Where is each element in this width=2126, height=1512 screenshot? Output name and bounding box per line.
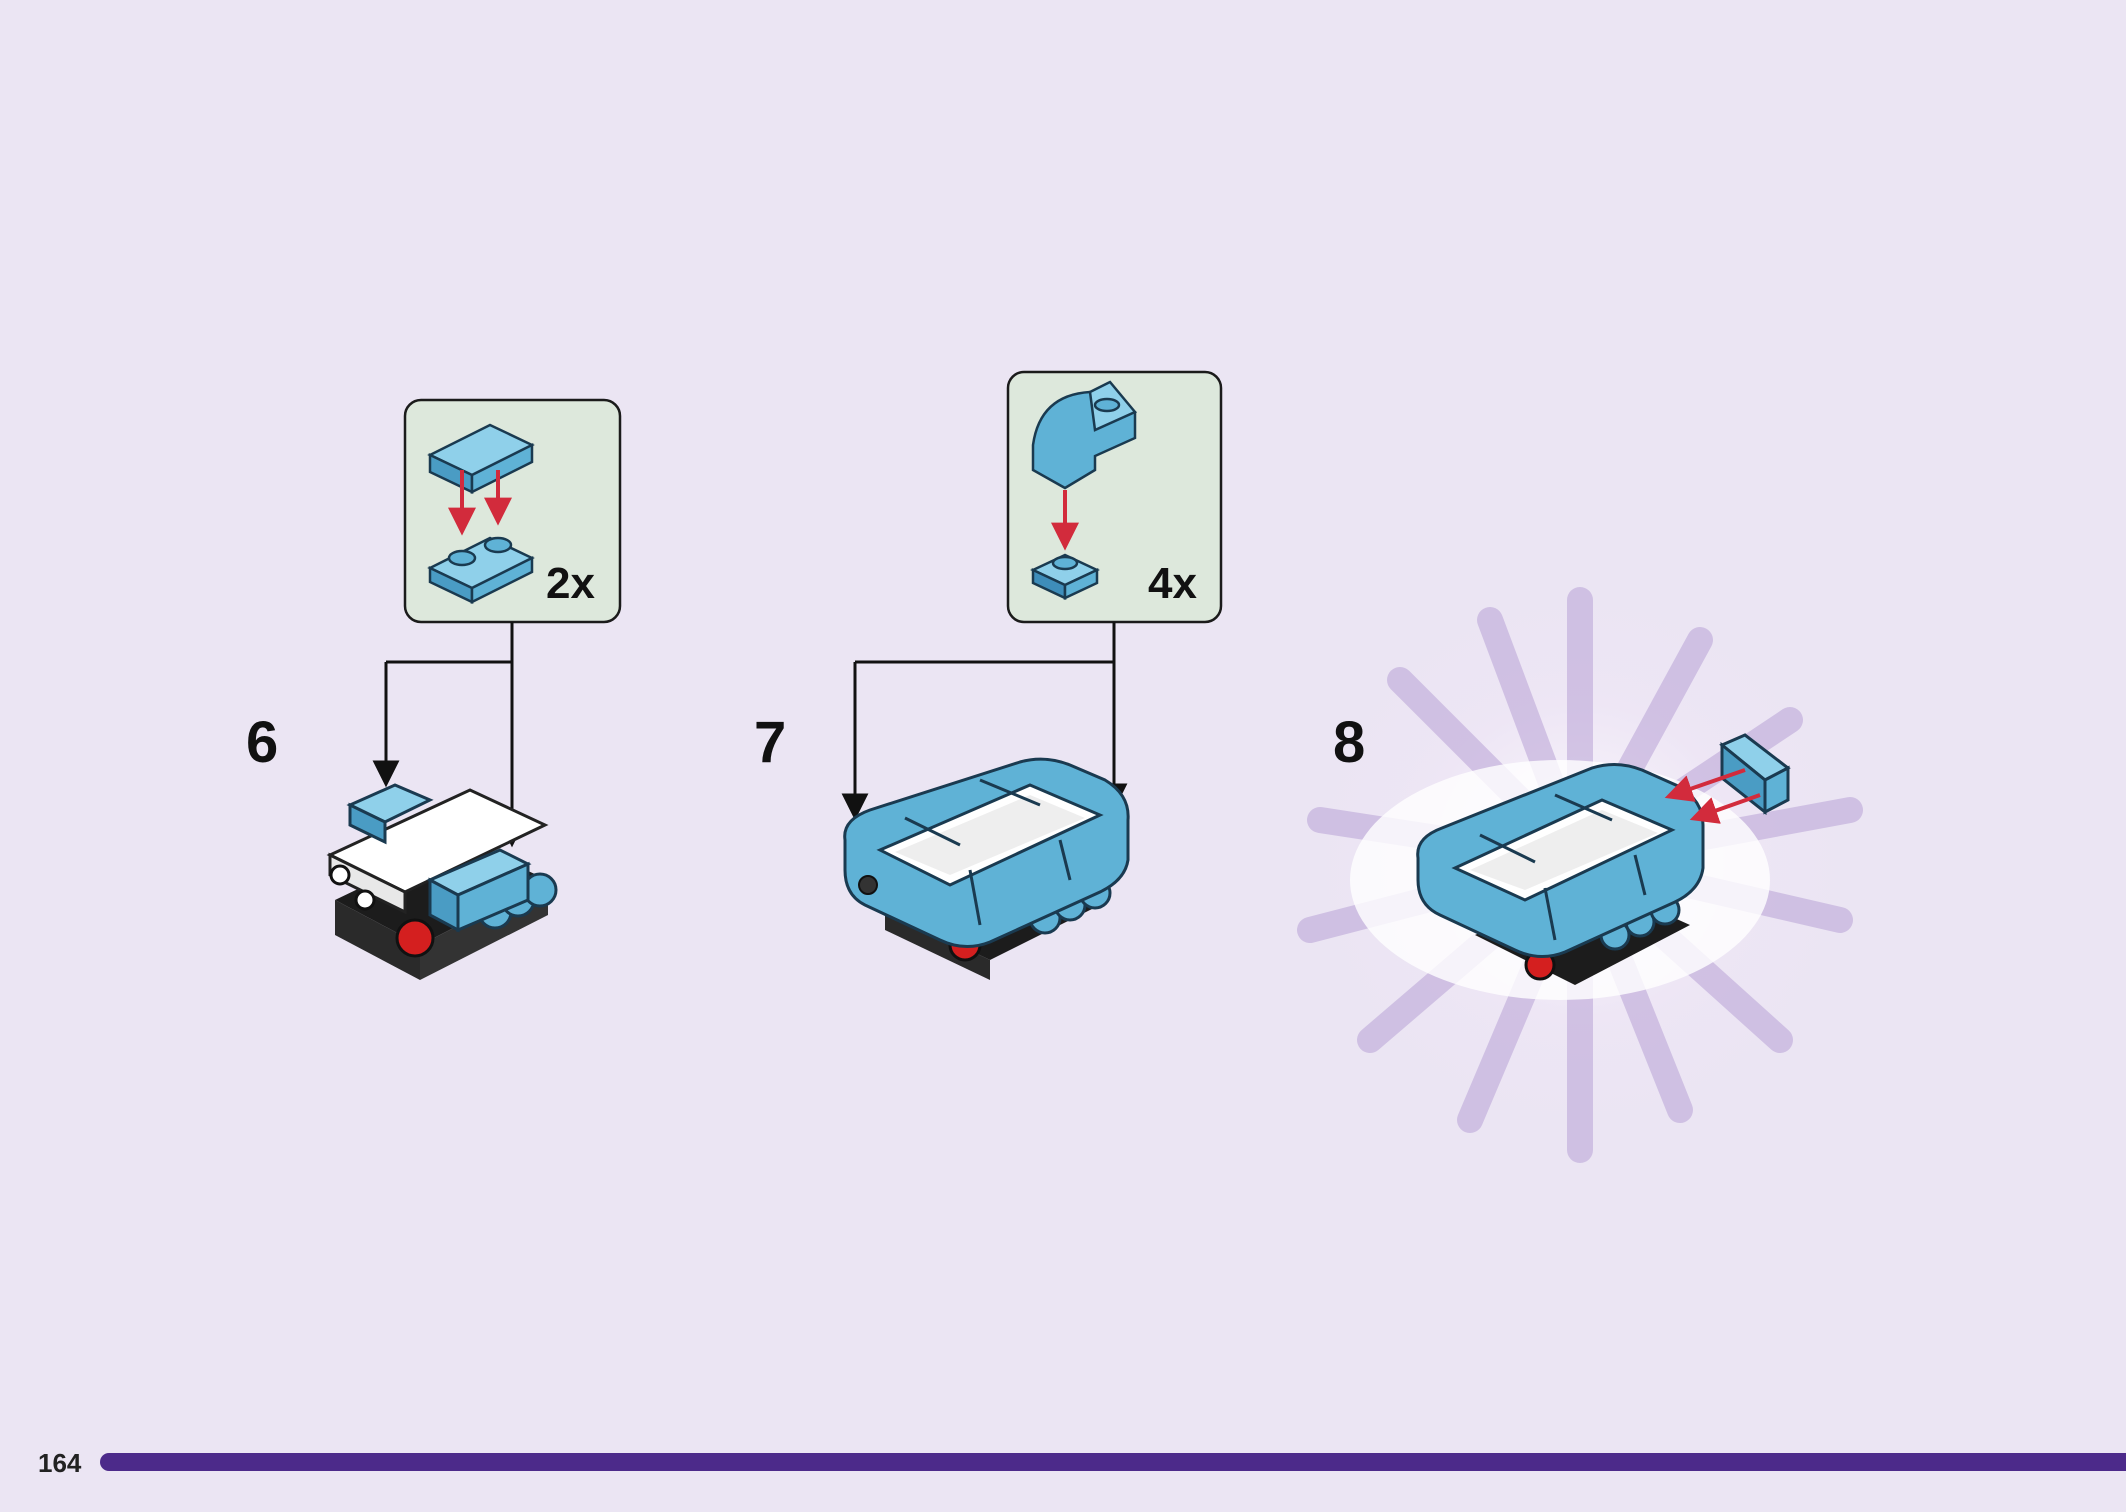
blue-plate-icon <box>427 536 535 605</box>
step-7-callout-box <box>1006 370 1223 624</box>
step-6-model <box>326 783 558 980</box>
curved-slope-brick-icon <box>1031 380 1138 490</box>
red-arrow-icon <box>1664 768 1746 802</box>
page-number: 164 <box>38 1448 82 1478</box>
step-number: 8 <box>1333 710 1366 775</box>
step-number: 7 <box>754 710 787 775</box>
callout-quantity: 2x <box>546 559 595 608</box>
step-number: 6 <box>246 710 279 775</box>
step-7-connector <box>841 622 1128 821</box>
blue-plate-icon <box>1030 553 1100 600</box>
step-6-callout-box <box>403 398 622 624</box>
callout-quantity: 4x <box>1148 559 1197 608</box>
step-8-model <box>1350 733 1791 1000</box>
red-arrow-icon <box>1689 793 1761 824</box>
step-7-model <box>843 757 1130 980</box>
page-footer-bar <box>100 1453 2126 1471</box>
